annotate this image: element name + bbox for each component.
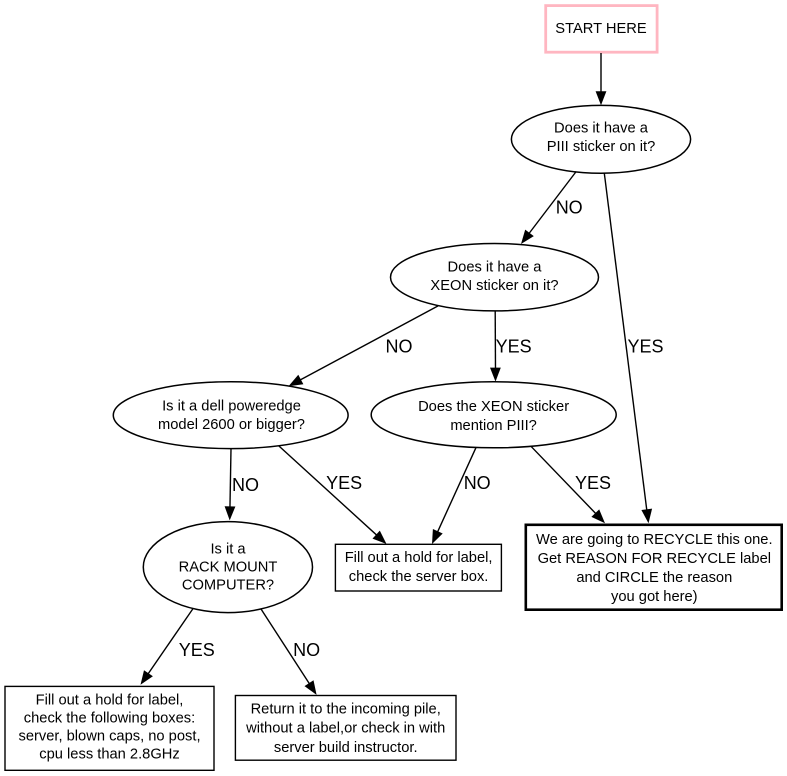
- svg-text:mention PIII?: mention PIII?: [450, 418, 537, 434]
- svg-text:check the server box.: check the server box.: [349, 569, 489, 585]
- svg-text:YES: YES: [575, 473, 611, 493]
- svg-text:YES: YES: [179, 640, 215, 660]
- svg-text:model 2600 or bigger?: model 2600 or bigger?: [158, 417, 305, 433]
- svg-text:Is it a: Is it a: [210, 541, 246, 557]
- svg-text:PIII sticker on it?: PIII sticker on it?: [547, 139, 656, 155]
- svg-text:cpu less than 2.8GHz: cpu less than 2.8GHz: [39, 747, 179, 763]
- svg-text:Fill out a hold for label,: Fill out a hold for label,: [36, 692, 184, 708]
- svg-text:XEON sticker on it?: XEON sticker on it?: [430, 278, 558, 294]
- svg-text:Does it have a: Does it have a: [448, 259, 543, 275]
- svg-text:YES: YES: [627, 336, 663, 356]
- svg-text:Does the XEON sticker: Does the XEON sticker: [418, 399, 569, 415]
- svg-text:NO: NO: [232, 475, 259, 495]
- svg-text:you got here): you got here): [611, 589, 698, 605]
- svg-text:without a label,or check in wi: without a label,or check in with: [245, 721, 445, 737]
- svg-text:Return it to the incoming pile: Return it to the incoming pile,: [251, 702, 441, 718]
- svg-text:NO: NO: [386, 336, 413, 356]
- svg-text:server build instructor.: server build instructor.: [274, 740, 418, 756]
- svg-text:server, blown caps, no post,: server, blown caps, no post,: [18, 729, 200, 745]
- svg-text:and CIRCLE the reason: and CIRCLE the reason: [576, 570, 732, 586]
- svg-text:YES: YES: [496, 336, 532, 356]
- svg-text:NO: NO: [464, 473, 491, 493]
- svg-text:Get REASON FOR RECYCLE label: Get REASON FOR RECYCLE label: [538, 551, 771, 567]
- svg-text:YES: YES: [326, 473, 362, 493]
- svg-text:NO: NO: [556, 198, 583, 218]
- svg-text:Fill out a hold for label,: Fill out a hold for label,: [345, 550, 493, 566]
- svg-text:START HERE: START HERE: [555, 21, 647, 37]
- svg-text:RACK MOUNT: RACK MOUNT: [179, 559, 278, 575]
- svg-text:We are going to RECYCLE this o: We are going to RECYCLE this one.: [536, 532, 772, 548]
- svg-text:NO: NO: [293, 640, 320, 660]
- svg-text:Is it a dell poweredge: Is it a dell poweredge: [162, 399, 301, 415]
- svg-text:COMPUTER?: COMPUTER?: [182, 577, 274, 593]
- svg-text:Does it have a: Does it have a: [554, 120, 649, 136]
- svg-text:check the following boxes:: check the following boxes:: [24, 710, 195, 726]
